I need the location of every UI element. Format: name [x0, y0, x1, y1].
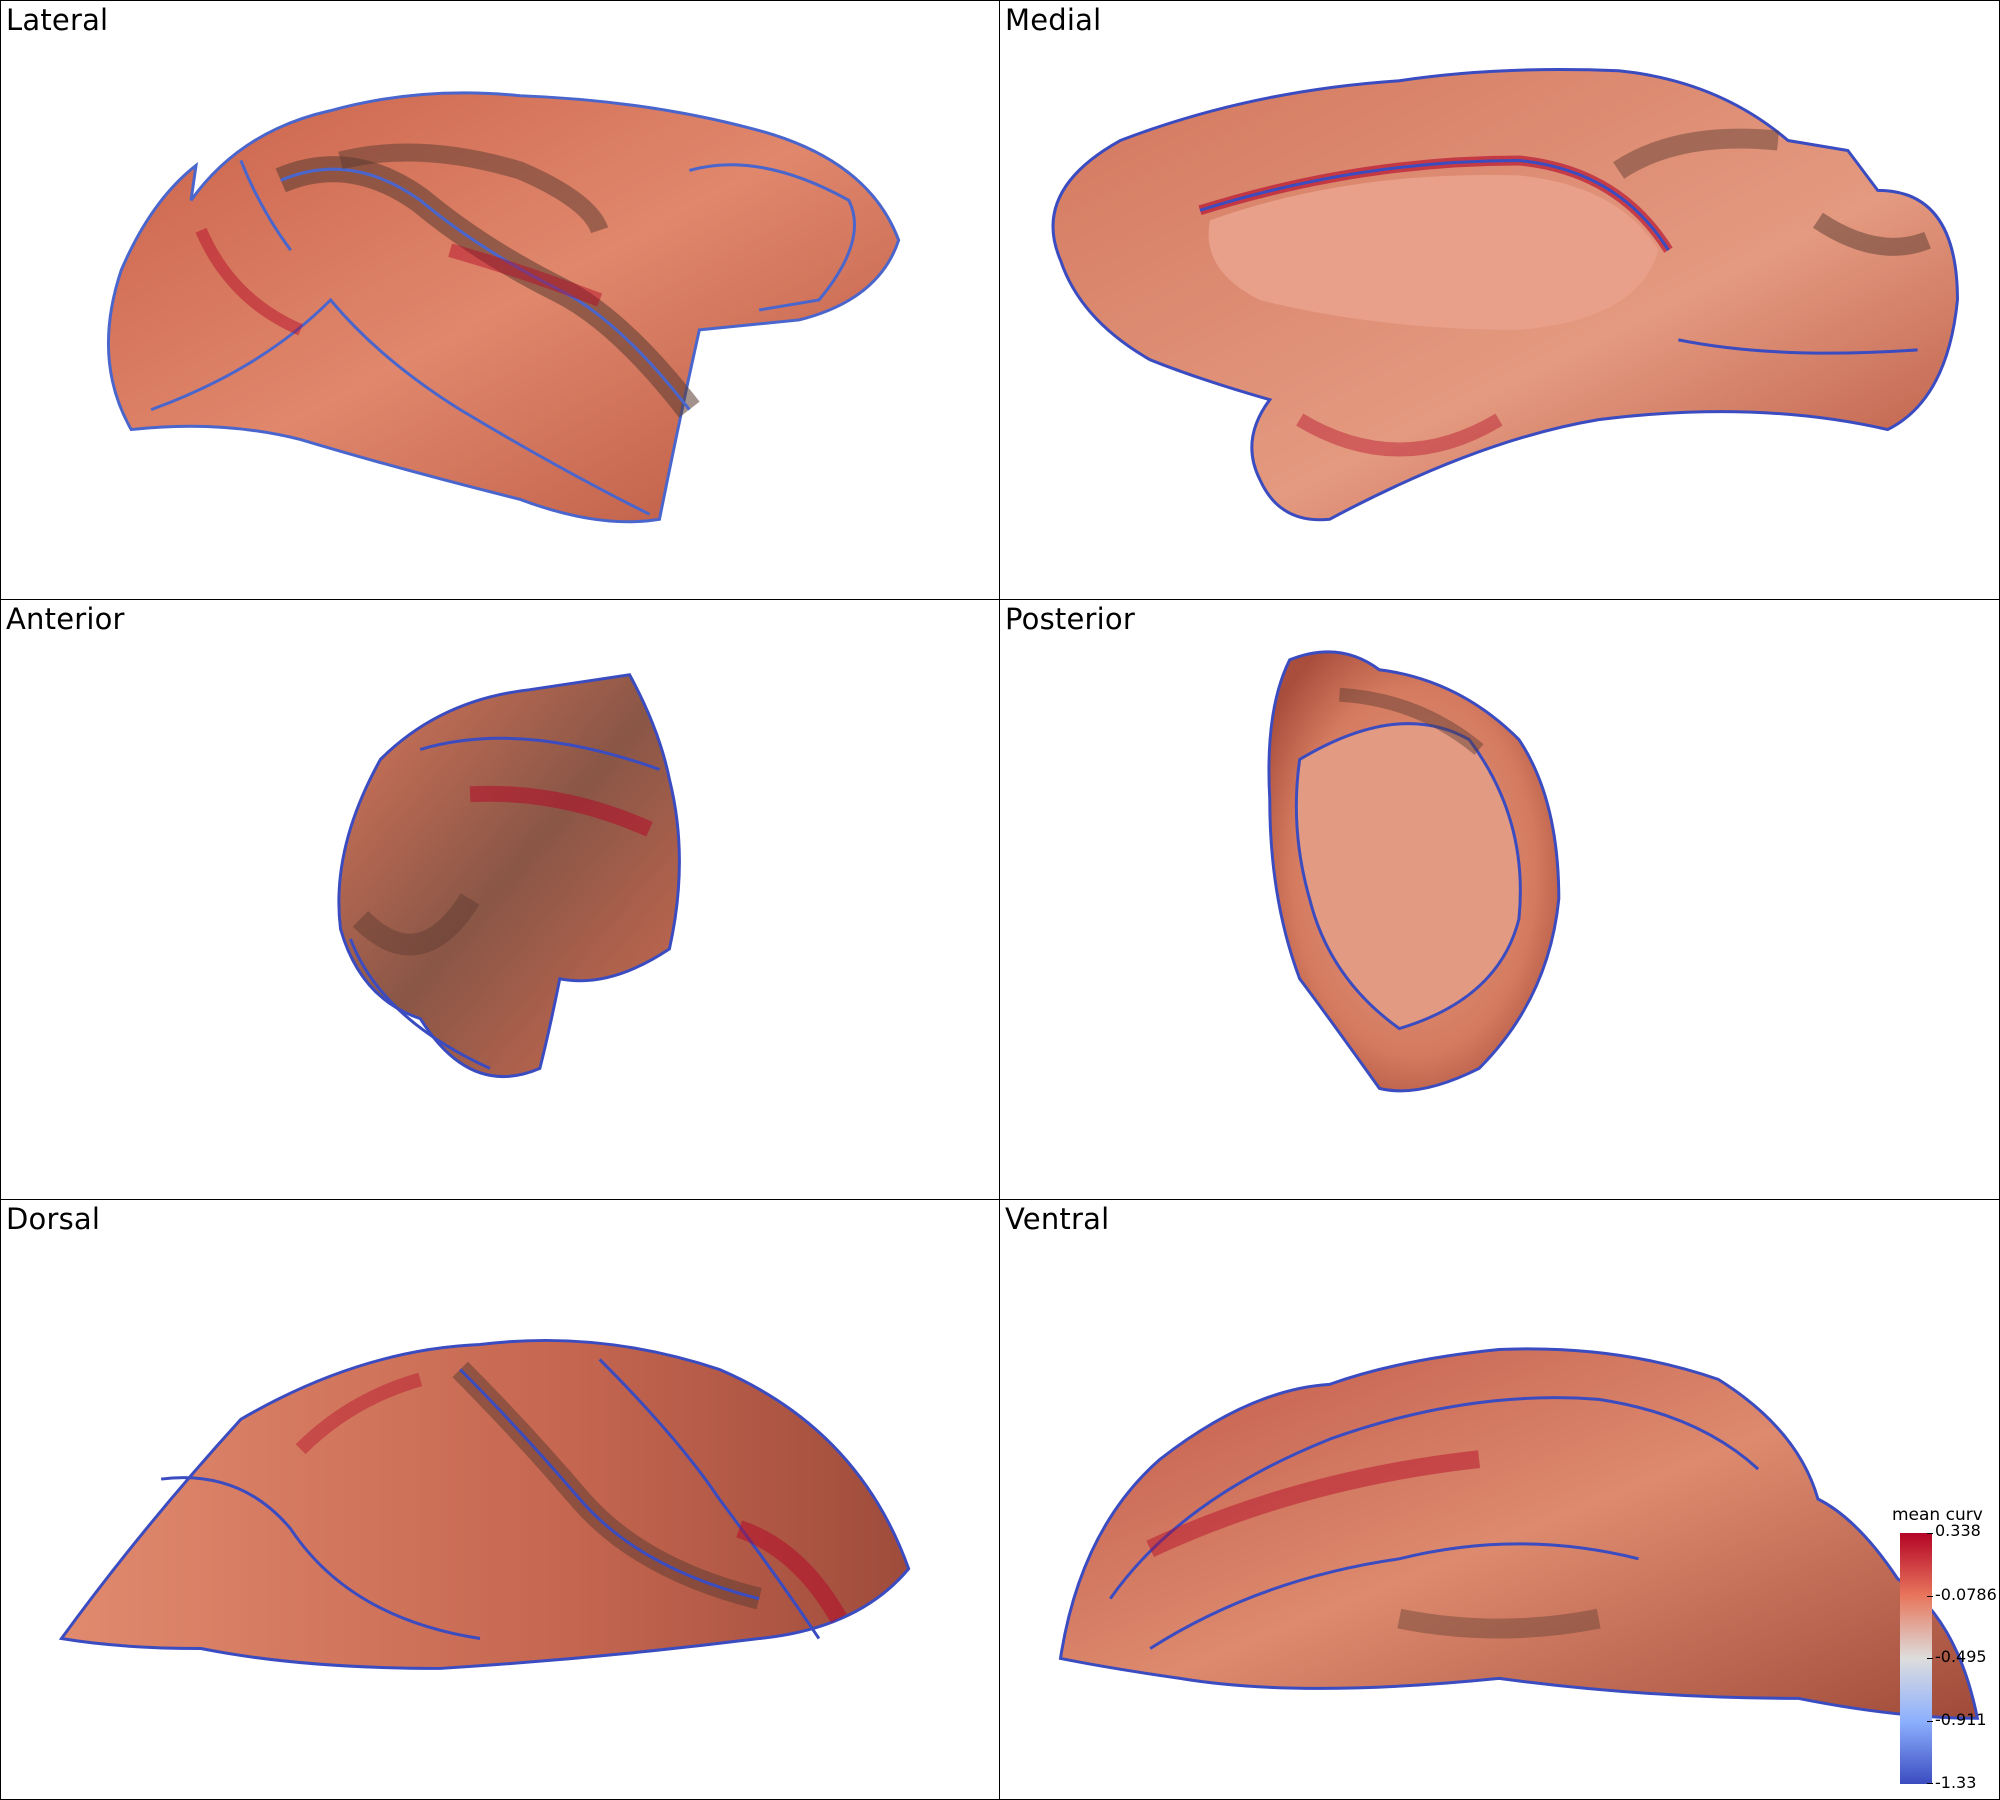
lateral-brain-surface — [106, 91, 901, 524]
view-label-posterior: Posterior — [1005, 602, 1135, 636]
colorbar-label-3: -0.911 — [1935, 1710, 1987, 1729]
colorbar-scale — [1900, 1533, 1932, 1784]
colorbar-label-mid: -0.495 — [1935, 1647, 1987, 1666]
anterior-viewport[interactable]: Anterior — [0, 599, 1000, 1200]
ventral-brain-surface — [1058, 1347, 1980, 1720]
view-label-lateral: Lateral — [6, 3, 109, 37]
colorbar-tick-min — [1927, 1783, 1933, 1784]
colorbar-tick-max — [1927, 1533, 1933, 1534]
colorbar-title: mean curv — [1892, 1505, 1983, 1525]
medial-brain-surface — [1051, 68, 1959, 522]
view-label-dorsal: Dorsal — [6, 1202, 101, 1236]
colorbar-label-max: 0.338 — [1935, 1521, 1981, 1540]
ventral-viewport[interactable]: Ventral — [999, 1199, 2000, 1800]
colorbar-tick-1 — [1927, 1596, 1933, 1597]
anterior-brain-surface — [337, 673, 681, 1078]
medial-viewport[interactable]: Medial — [999, 0, 2000, 600]
view-label-anterior: Anterior — [6, 602, 125, 636]
colorbar-tick-mid — [1927, 1658, 1933, 1659]
colorbar-label-min: -1.33 — [1935, 1773, 1977, 1792]
lateral-viewport[interactable]: Lateral — [0, 0, 1000, 600]
colorbar-label-1: -0.0786 — [1935, 1585, 1997, 1604]
view-label-ventral: Ventral — [1005, 1202, 1110, 1236]
dorsal-brain-surface — [58, 1338, 911, 1670]
colorbar-tick-3 — [1927, 1721, 1933, 1722]
posterior-brain-surface — [1267, 650, 1561, 1093]
posterior-viewport[interactable]: Posterior — [999, 599, 2000, 1200]
view-label-medial: Medial — [1005, 3, 1102, 37]
dorsal-viewport[interactable]: Dorsal — [0, 1199, 1000, 1800]
